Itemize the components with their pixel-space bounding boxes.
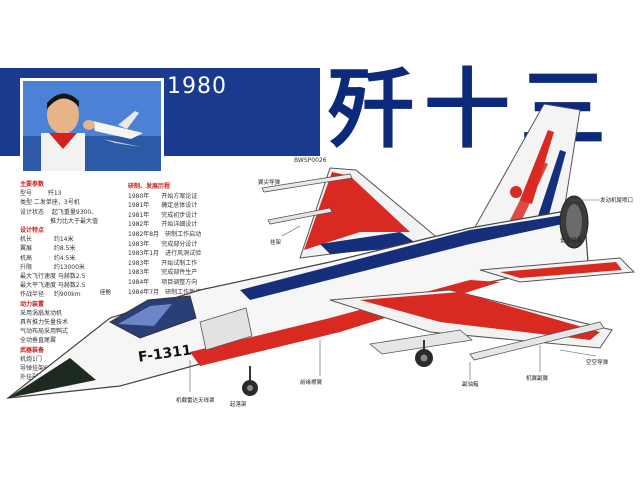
spec-row: 机长 约14米 (20, 236, 74, 244)
timeline-row: 1983年 完成部件生产 (128, 269, 198, 277)
spec-row: 升限 约13000米 (20, 263, 85, 271)
spec-row: 机炮1门 (20, 355, 42, 363)
timeline-column: 研制、发展历程 1980年 开始方案论证 1981年 确定总体设计 1981年 … (128, 182, 278, 297)
spec-row: 最大飞行速度 马赫数2.5 (20, 273, 86, 281)
spec-row: 导弹挂架6个 (20, 365, 54, 373)
callout-aam: 空空导弹 (586, 360, 609, 366)
spec-row: 采用涡扇发动机 (20, 309, 63, 317)
callout-engine-nozzle: 发动机尾喷口 (600, 198, 634, 204)
spec-heading: 主要参数 (20, 181, 45, 188)
callout-pylon: 挂架 (270, 240, 282, 246)
callout-landing-gear: 起落架 (230, 402, 247, 408)
timeline-row: 1982年8月 研制工作启动 (128, 230, 202, 238)
spec-row: 机高 约4.5米 (20, 254, 76, 262)
spec-heading: 武器装备 (20, 346, 45, 354)
timeline-row: 1982年 开始详细设计 (128, 221, 198, 229)
timeline-heading: 研制、发展历程 (128, 183, 171, 190)
spec-heading: 动力装置 (20, 300, 45, 308)
spec-row: 全动垂直尾翼 (20, 337, 57, 345)
spec-heading: 设计特点 (20, 227, 45, 235)
callout-drop-tank: 副油箱 (462, 382, 479, 388)
code-label: BWSP0026 (294, 157, 327, 164)
spec-row: 类型 二发单座，3号机 (20, 199, 80, 207)
timeline-row: 1983年1月 进行风洞试验 (128, 250, 202, 258)
timeline-row: 1983年 完成部分设计 (128, 240, 198, 248)
callout-wingtip-missile: 翼尖导弹 (258, 180, 281, 186)
spec-row: 作战半径 约900km (20, 291, 81, 299)
callout-aileron: 机翼副翼 (526, 376, 549, 382)
timeline-row: 1984年 项目调整方向 (128, 278, 198, 286)
spec-row: 气动布局采用鸭式 (20, 328, 69, 336)
timeline-row: 1983年 开始试制工作 (128, 259, 198, 267)
spec-row: 型号 歼13 (20, 190, 62, 198)
timeline-row: 1981年 确定总体设计 (128, 202, 198, 210)
timeline-row: 1981年 完成初步设计 (128, 211, 198, 219)
photo-child-with-model (20, 78, 164, 174)
spec-row: 具有推力矢量技术 (20, 319, 69, 327)
callout-cockpit: 座舱 (100, 290, 112, 296)
callout-radome: 机载雷达天线罩 (176, 398, 215, 404)
spec-row: 设计状态 起飞重量9300、 (20, 208, 98, 216)
callout-leading-edge-flap: 前缘襟翼 (300, 380, 323, 386)
spec-row: 推力比大于最大值 (20, 217, 99, 225)
spec-row: 最大平飞速度 马赫数2.5 (20, 282, 86, 290)
year-label: 1980 (167, 74, 227, 99)
spec-row: 翼展 约8.5米 (20, 245, 76, 253)
timeline-row: 1984年7月 研制工作暂停 (128, 288, 202, 296)
timeline-row: 1980年 开始方案论证 (128, 192, 198, 200)
callout-vertical-tail: 垂直尾翼 (560, 238, 583, 244)
